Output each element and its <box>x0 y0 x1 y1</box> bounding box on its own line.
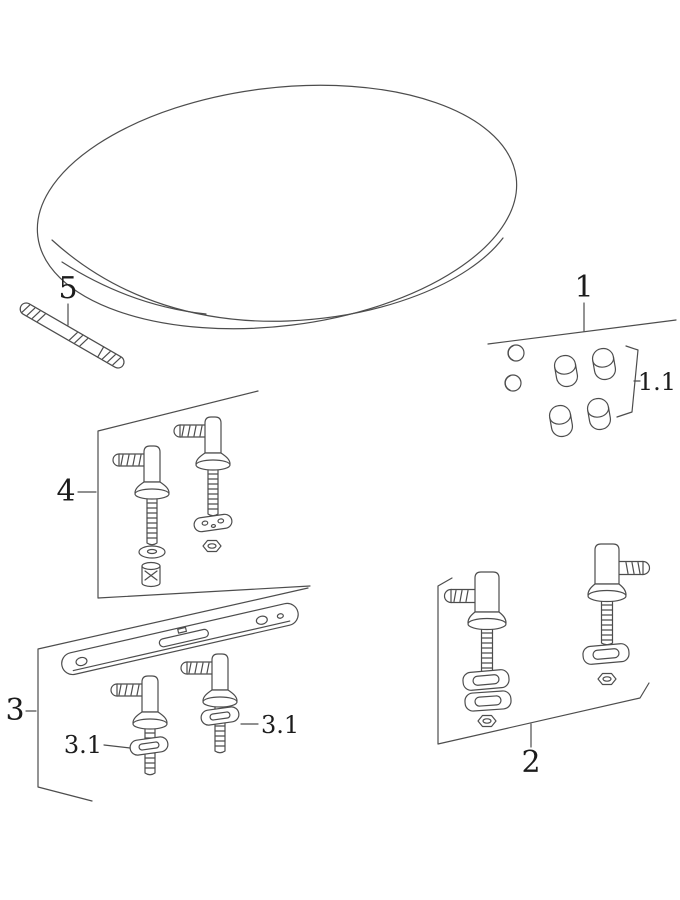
cover-plate-left-1 <box>461 668 511 692</box>
part-2-group: 2 <box>437 543 651 780</box>
part-5-group: 5 <box>19 271 125 369</box>
seat-lid-inner-contour <box>61 261 207 315</box>
buffer-oval-1 <box>552 353 580 389</box>
buffer-oval-4 <box>585 396 613 432</box>
buffer-oval-2 <box>590 346 618 382</box>
hinge-assembly-right <box>173 416 231 517</box>
part-4-bracket <box>97 390 311 599</box>
cover-plate-left-2 <box>463 689 513 713</box>
part-3-1-label-left: 3.1 <box>64 731 102 759</box>
hinge-assembly-left <box>112 445 170 546</box>
hex-nut <box>202 539 222 553</box>
part-4-label: 4 <box>56 474 75 509</box>
hinge-rod <box>19 302 125 369</box>
part-1-1-label: 1.1 <box>638 368 676 396</box>
part-1-label: 1 <box>574 270 593 305</box>
seat-lid-edge-contour <box>51 237 504 322</box>
slotted-plate-right <box>199 705 241 727</box>
part-1-group: 1 1.1 <box>487 270 677 439</box>
washer <box>138 545 166 559</box>
mounting-bar <box>61 602 299 676</box>
hinge-post-right <box>180 653 238 754</box>
cover-plate-right <box>581 642 631 666</box>
part-2-bracket <box>437 577 650 745</box>
hex-nut-left <box>477 714 497 728</box>
part-3-group: 3 3.1 3.1 <box>5 587 309 802</box>
part-3-bracket <box>37 587 309 802</box>
hinge-post-left <box>110 675 168 776</box>
part-3-1-label-right: 3.1 <box>261 711 299 739</box>
heavy-hinge-right <box>587 543 651 646</box>
part-2-label: 2 <box>521 745 540 780</box>
fixing-plate <box>192 512 234 534</box>
seat-lid-outline <box>36 84 518 330</box>
part-5-label: 5 <box>58 271 77 306</box>
hex-nut-right <box>597 672 617 686</box>
slotted-plate-left <box>128 735 170 757</box>
buffer-round-1 <box>507 344 525 362</box>
part-4-group: 4 <box>56 390 311 599</box>
heavy-hinge-left <box>443 571 507 674</box>
part-3-label: 3 <box>5 693 24 728</box>
toilet-seat-lid <box>36 84 518 330</box>
expansion-plug <box>141 561 161 588</box>
buffer-round-2 <box>504 374 522 392</box>
buffer-oval-3 <box>547 403 575 439</box>
part-3-1-leader-left <box>103 744 131 749</box>
part-1-bracket <box>487 319 677 345</box>
